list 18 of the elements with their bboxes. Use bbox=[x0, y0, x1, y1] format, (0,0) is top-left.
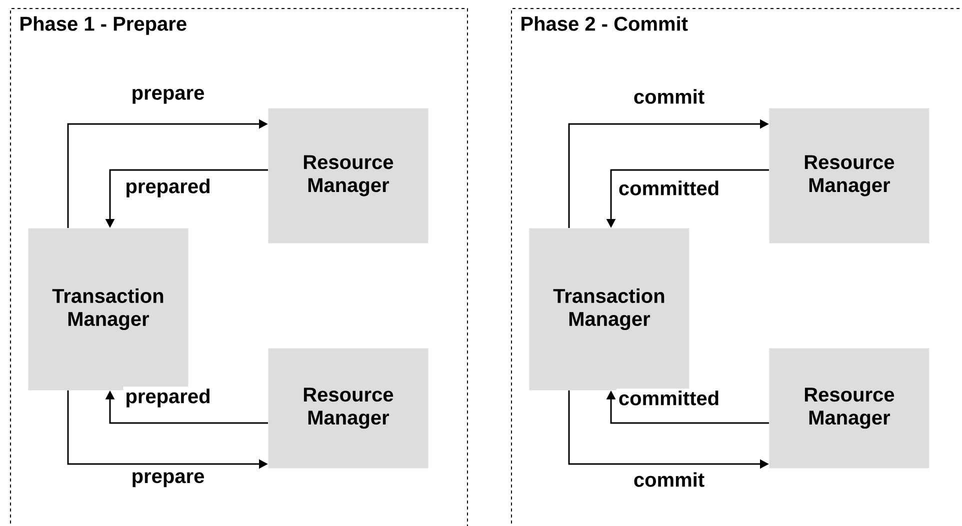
resource-manager-box: Resource Manager bbox=[268, 108, 428, 244]
edge-label: commit bbox=[631, 470, 707, 489]
edge-label: committed bbox=[616, 388, 722, 408]
edge-label: prepare bbox=[129, 86, 207, 106]
edge-label: commit bbox=[631, 87, 707, 106]
dashed-panel bbox=[10, 8, 468, 526]
edge-label: prepared bbox=[123, 176, 213, 200]
resource-manager-box: Resource Manager bbox=[769, 108, 930, 244]
dashed-panel bbox=[511, 8, 962, 526]
transaction-manager-box: Transaction Manager bbox=[529, 228, 690, 390]
edge-label: prepared bbox=[123, 386, 213, 410]
panel-title: Phase 2 - Commit bbox=[522, 16, 688, 31]
resource-manager-box: Resource Manager bbox=[769, 348, 930, 468]
transaction-manager-box: Transaction Manager bbox=[28, 228, 188, 390]
panel-title: Phase 1 - Prepare bbox=[20, 16, 186, 35]
edge-label: prepare bbox=[129, 470, 207, 490]
edge-label: committed bbox=[616, 178, 722, 198]
resource-manager-box: Resource Manager bbox=[268, 348, 428, 468]
